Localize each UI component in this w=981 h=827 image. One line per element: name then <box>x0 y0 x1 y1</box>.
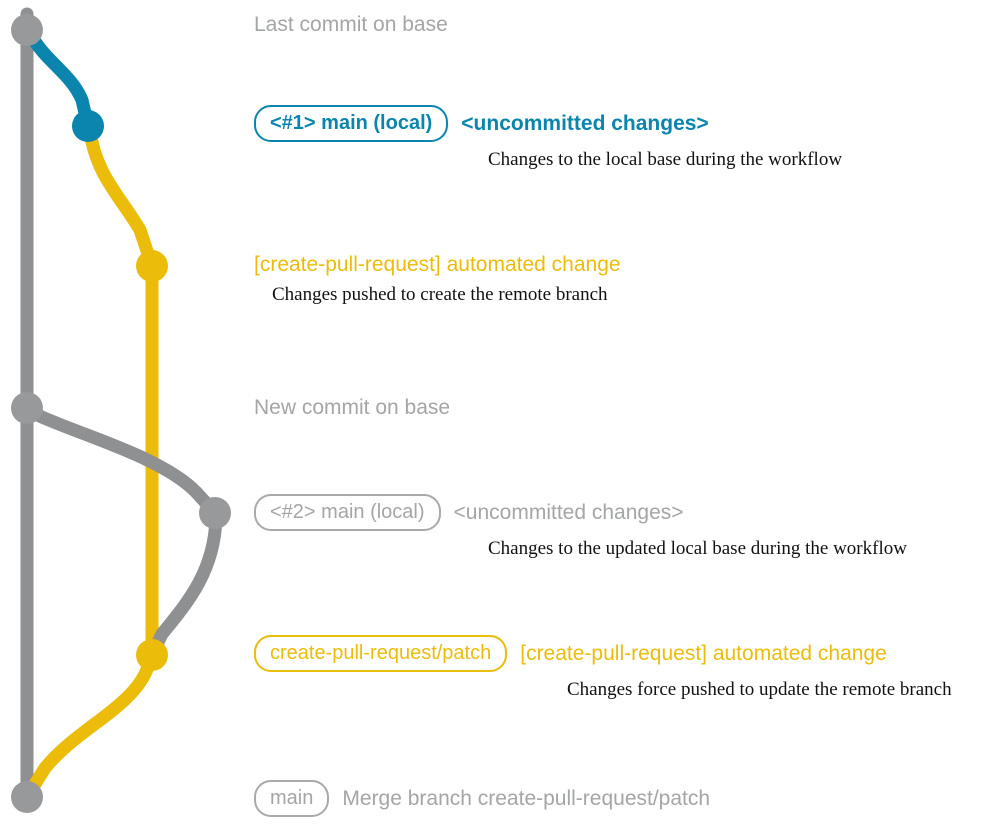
commit-row-local-main-1: <#1> main (local) <uncommitted changes> … <box>254 105 842 171</box>
commit-node-local-main-1[interactable] <box>72 110 104 142</box>
commit-row-automated-1: [create-pull-request] automated change C… <box>254 253 621 306</box>
commit-row-header: <#1> main (local) <uncommitted changes> <box>254 105 842 142</box>
commit-node-base-new[interactable] <box>11 392 43 424</box>
commit-row-header: main Merge branch create-pull-request/pa… <box>254 780 710 817</box>
commit-node-merge[interactable] <box>11 781 43 813</box>
commit-description-automated-2: Changes force pushed to update the remot… <box>567 679 952 700</box>
commit-message-local-main-1: <uncommitted changes> <box>461 111 709 135</box>
branch-pill-local-main-2[interactable]: <#2> main (local) <box>254 494 441 531</box>
branch-line-yellow-upper <box>83 124 159 273</box>
commit-node-automated-1[interactable] <box>136 250 168 282</box>
branch-line-gray-to-patch <box>145 512 223 662</box>
commit-node-automated-2[interactable] <box>136 639 168 671</box>
commit-row-header: create-pull-request/patch [create-pull-r… <box>254 635 952 672</box>
commit-description-automated-1: Changes pushed to create the remote bran… <box>272 284 608 305</box>
branch-pill-main[interactable]: main <box>254 780 330 817</box>
branch-line-yellow-merge <box>23 653 157 799</box>
commit-row-patch-branch: create-pull-request/patch [create-pull-r… <box>254 635 952 701</box>
commit-row-local-main-2: <#2> main (local) <uncommitted changes> … <box>254 494 907 560</box>
commit-message-automated-1: [create-pull-request] automated change <box>254 253 621 276</box>
commit-node-local-main-2[interactable] <box>199 497 231 529</box>
commit-message-merge: Merge branch create-pull-request/patch <box>342 786 711 810</box>
commit-node-base-last[interactable] <box>11 14 43 46</box>
commit-row-header: <#2> main (local) <uncommitted changes> <box>254 494 907 531</box>
commit-message-automated-2: [create-pull-request] automated change <box>520 641 887 665</box>
commit-row-merge-main: main Merge branch create-pull-request/pa… <box>254 780 710 817</box>
branch-pill-create-pull-request-patch[interactable]: create-pull-request/patch <box>254 635 508 672</box>
branch-line-gray-to-right <box>24 405 222 520</box>
commit-row-header: [create-pull-request] automated change <box>254 253 621 277</box>
branch-pill-local-main-1[interactable]: <#1> main (local) <box>254 105 449 142</box>
commit-label-new-commit-on-base: New commit on base <box>254 396 451 419</box>
commit-description-local-main-2: Changes to the updated local base during… <box>488 538 907 559</box>
commit-description-local-main-1: Changes to the local base during the wor… <box>488 149 843 170</box>
commit-message-local-main-2: <uncommitted changes> <box>453 500 684 524</box>
commit-label-last-commit-on-base: Last commit on base <box>254 13 448 36</box>
